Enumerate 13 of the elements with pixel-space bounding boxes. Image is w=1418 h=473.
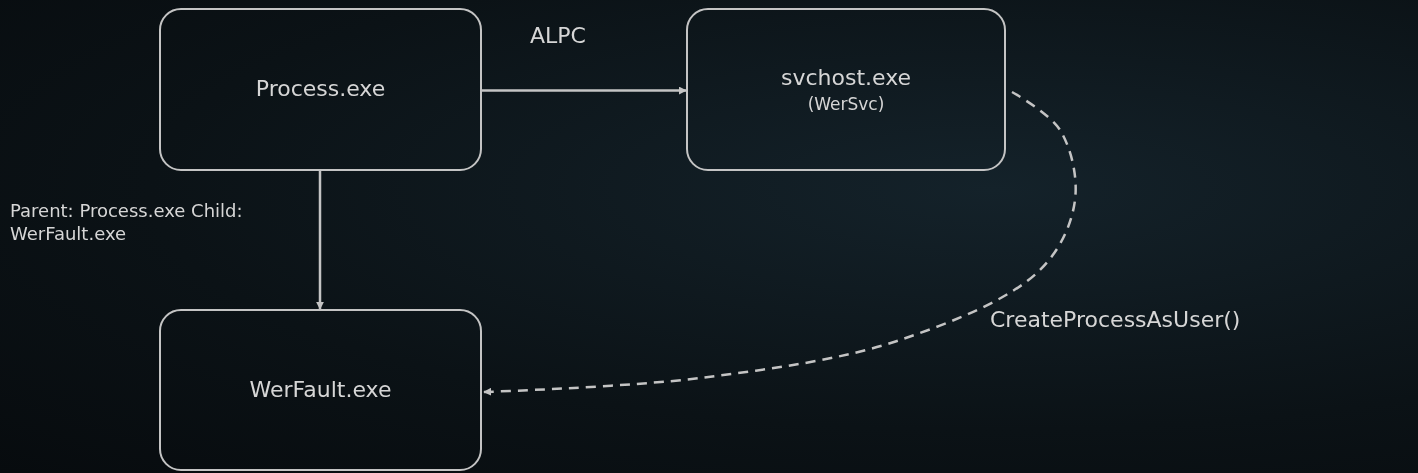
process-box	[159, 8, 482, 171]
edge-label: Parent: Process.exe Child: WerFault.exe	[10, 200, 244, 245]
process-box	[686, 8, 1006, 171]
edge-label: CreateProcessAsUser()	[990, 306, 1242, 334]
service-name: (WerSvc)	[807, 92, 885, 115]
edge-label: ALPC	[530, 22, 587, 50]
dashed-arrow	[483, 90, 1077, 396]
process-name: svchost.exe	[780, 64, 912, 93]
arrow	[316, 171, 324, 310]
process-name: WerFault.exe	[249, 375, 392, 404]
process-name: Process.exe	[255, 75, 386, 104]
process-box	[159, 309, 482, 471]
arrow	[482, 86, 687, 95]
